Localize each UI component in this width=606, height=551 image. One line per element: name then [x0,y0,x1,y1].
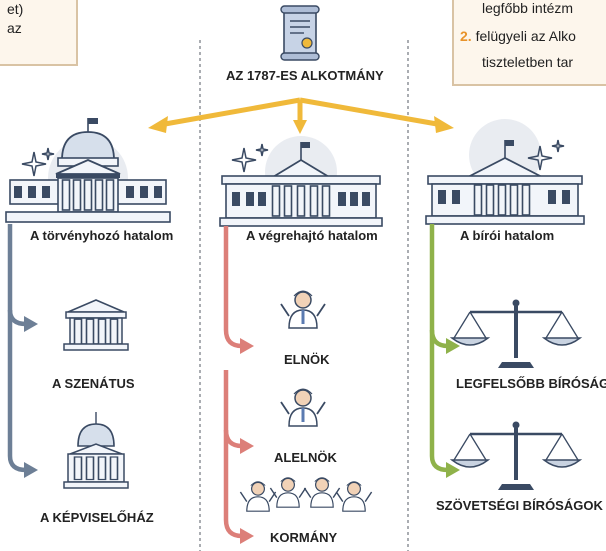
sparkle-icon [527,139,565,171]
document-scroll-icon [280,5,320,61]
house-building-icon [63,412,129,489]
right-note-item-2-number: 2. [460,28,472,44]
right-note-box [452,0,606,86]
left-note-box [0,0,78,66]
vice-president-person-icon [280,388,326,427]
left-note-line-1: et) [7,1,24,17]
supreme-court-building-icon [425,140,585,225]
right-note-item-2-text: felügyeli az Alko [475,28,576,44]
cabinet-label: KORMÁNY [270,530,338,545]
left-note-line-2: az [7,20,22,36]
right-note-line-1: legfőbb intézm [482,0,574,16]
house-label: A KÉPVISELŐHÁZ [40,510,154,525]
right-note-item-2: 2. felügyeli az Alko [460,28,576,44]
judicial-connector [429,224,460,478]
white-house-icon [219,142,383,227]
executive-connector [223,226,254,544]
judicial-branch-label: A bírói hatalom [460,228,555,243]
senate-building-icon [63,299,129,351]
president-label: ELNÖK [284,352,330,367]
top-arrows [148,97,454,134]
vice-president-label: ALELNÖK [274,450,337,465]
sparkle-icon [231,143,269,173]
constitution-label: AZ 1787-ES ALKOTMÁNY [226,68,384,83]
scales-of-justice-icon [450,419,582,492]
capitol-building-icon [5,118,171,223]
sparkle-icon [21,147,55,177]
legislative-branch-label: A törvényhozó hatalom [30,228,174,243]
federal-courts-label: SZÖVETSÉGI BÍRÓSÁGOK [436,498,603,513]
president-person-icon [280,290,326,329]
right-note-line-3: tiszteletben tar [482,54,574,70]
legislative-connector [7,224,38,478]
executive-branch-label: A végrehajtó hatalom [246,228,378,243]
senate-label: A SZENÁTUS [52,376,135,391]
scales-of-justice-icon [450,297,582,370]
supreme-court-label: LEGFELSŐBB BÍRÓSÁG [456,376,606,391]
cabinet-group-icon [239,476,373,512]
